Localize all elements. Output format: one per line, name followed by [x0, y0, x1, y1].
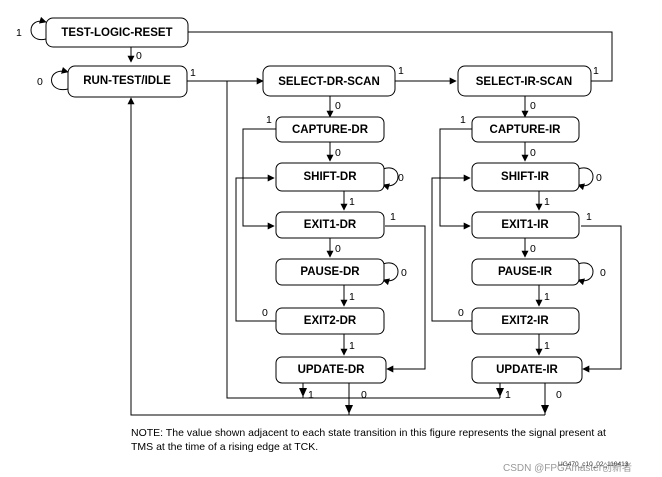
state-exit1-dr: EXIT1-DR [275, 211, 385, 239]
state-exit1-ir: EXIT1-IR [471, 211, 580, 239]
arrow-bus-0-dr [345, 405, 353, 414]
state-pause-ir: PAUSE-IR [471, 258, 580, 286]
edge-tlr-self [30, 16, 47, 41]
figure-id: UG470_c10_02_110413 [558, 461, 629, 468]
edge-rti-self [51, 66, 69, 91]
tms-label: 1 [266, 114, 272, 126]
edge-shiftdr-self [382, 167, 399, 191]
tms-label: 0 [335, 147, 341, 159]
tms-label: 0 [401, 267, 407, 279]
edge-selir-to-tlr [179, 28, 613, 82]
edge-pauseir-self [577, 262, 594, 286]
state-label: CAPTURE-IR [490, 124, 562, 136]
arrow-bus-1-ir [496, 388, 504, 397]
tms-label: 1 [544, 291, 550, 303]
tms-label: 0 [136, 50, 142, 62]
figure-note: NOTE: The value shown adjacent to each s… [131, 427, 606, 453]
tms-label: 1 [460, 114, 466, 126]
tms-label: 0 [600, 267, 606, 279]
state-pause-dr: PAUSE-DR [275, 258, 385, 286]
tms-label: 1 [544, 196, 550, 208]
state-update-ir: UPDATE-IR [471, 356, 583, 384]
state-select-dr-scan: SELECT-DR-SCAN [262, 65, 396, 97]
state-exit2-ir: EXIT2-IR [471, 307, 580, 335]
tms-label: 1 [190, 67, 196, 79]
tms-label: 0 [361, 389, 367, 401]
state-label: PAUSE-IR [498, 266, 553, 278]
tms-label: 0 [596, 172, 602, 184]
state-label: CAPTURE-DR [292, 124, 369, 136]
tms-label: 1 [308, 389, 314, 401]
state-label: EXIT1-IR [501, 219, 549, 231]
tms-label: 1 [586, 211, 592, 223]
state-test-logic-reset: TEST-LOGIC-RESET [45, 17, 189, 48]
tms-label: 0 [530, 100, 536, 112]
tms-label: 0 [37, 76, 43, 88]
tms-label: 0 [335, 243, 341, 255]
arrow-bus-1-dr [299, 388, 307, 397]
edge-exit2dr-to-shiftdr [235, 174, 276, 322]
tms-label: 1 [390, 211, 396, 223]
edge-update-0-bus [127, 97, 545, 416]
tms-label: 1 [544, 340, 550, 352]
watermark: CSDN @FPGAmaster创新者 [503, 463, 633, 474]
state-label: SELECT-IR-SCAN [476, 76, 572, 88]
edge-exit1dr-to-updatedr [385, 225, 426, 373]
tms-label: 1 [505, 389, 511, 401]
edge-exit2ir-to-shiftir [431, 174, 472, 322]
state-label: TEST-LOGIC-RESET [61, 27, 172, 39]
edge-exit1ir-to-updateir [581, 225, 622, 373]
tms-label: 0 [398, 172, 404, 184]
edge-shiftir-self [577, 167, 594, 191]
tms-label: 1 [349, 340, 355, 352]
tms-label: 0 [556, 389, 562, 401]
state-label: PAUSE-DR [300, 266, 360, 278]
tms-label: 1 [593, 65, 599, 77]
state-label: RUN-TEST/IDLE [83, 75, 171, 87]
tms-label: 0 [262, 307, 268, 319]
tms-label: 1 [349, 196, 355, 208]
state-shift-ir: SHIFT-IR [471, 162, 580, 192]
state-exit2-dr: EXIT2-DR [275, 307, 385, 335]
state-label: EXIT2-IR [501, 315, 549, 327]
tms-label: 1 [16, 27, 22, 39]
state-capture-dr: CAPTURE-DR [275, 116, 385, 143]
tms-label: 1 [349, 291, 355, 303]
tms-label: 0 [335, 100, 341, 112]
tms-label: 0 [458, 307, 464, 319]
tms-label: 0 [530, 243, 536, 255]
state-label: SHIFT-IR [501, 171, 550, 183]
state-label: UPDATE-IR [496, 364, 558, 376]
state-capture-ir: CAPTURE-IR [471, 116, 580, 143]
state-shift-dr: SHIFT-DR [275, 162, 385, 192]
state-select-ir-scan: SELECT-IR-SCAN [457, 65, 592, 97]
state-label: EXIT1-DR [304, 219, 357, 231]
tms-label: 1 [398, 65, 404, 77]
state-label: SELECT-DR-SCAN [278, 76, 380, 88]
tms-label: 0 [530, 147, 536, 159]
state-label: UPDATE-DR [298, 364, 366, 376]
edge-update-1-bus [226, 81, 500, 399]
state-label: EXIT2-DR [304, 315, 357, 327]
arrow-bus-0-ir [541, 405, 549, 414]
edge-pausedr-self [382, 262, 399, 286]
state-update-dr: UPDATE-DR [275, 356, 387, 384]
state-run-test-idle: RUN-TEST/IDLE [67, 65, 188, 98]
state-label: SHIFT-DR [303, 171, 357, 183]
